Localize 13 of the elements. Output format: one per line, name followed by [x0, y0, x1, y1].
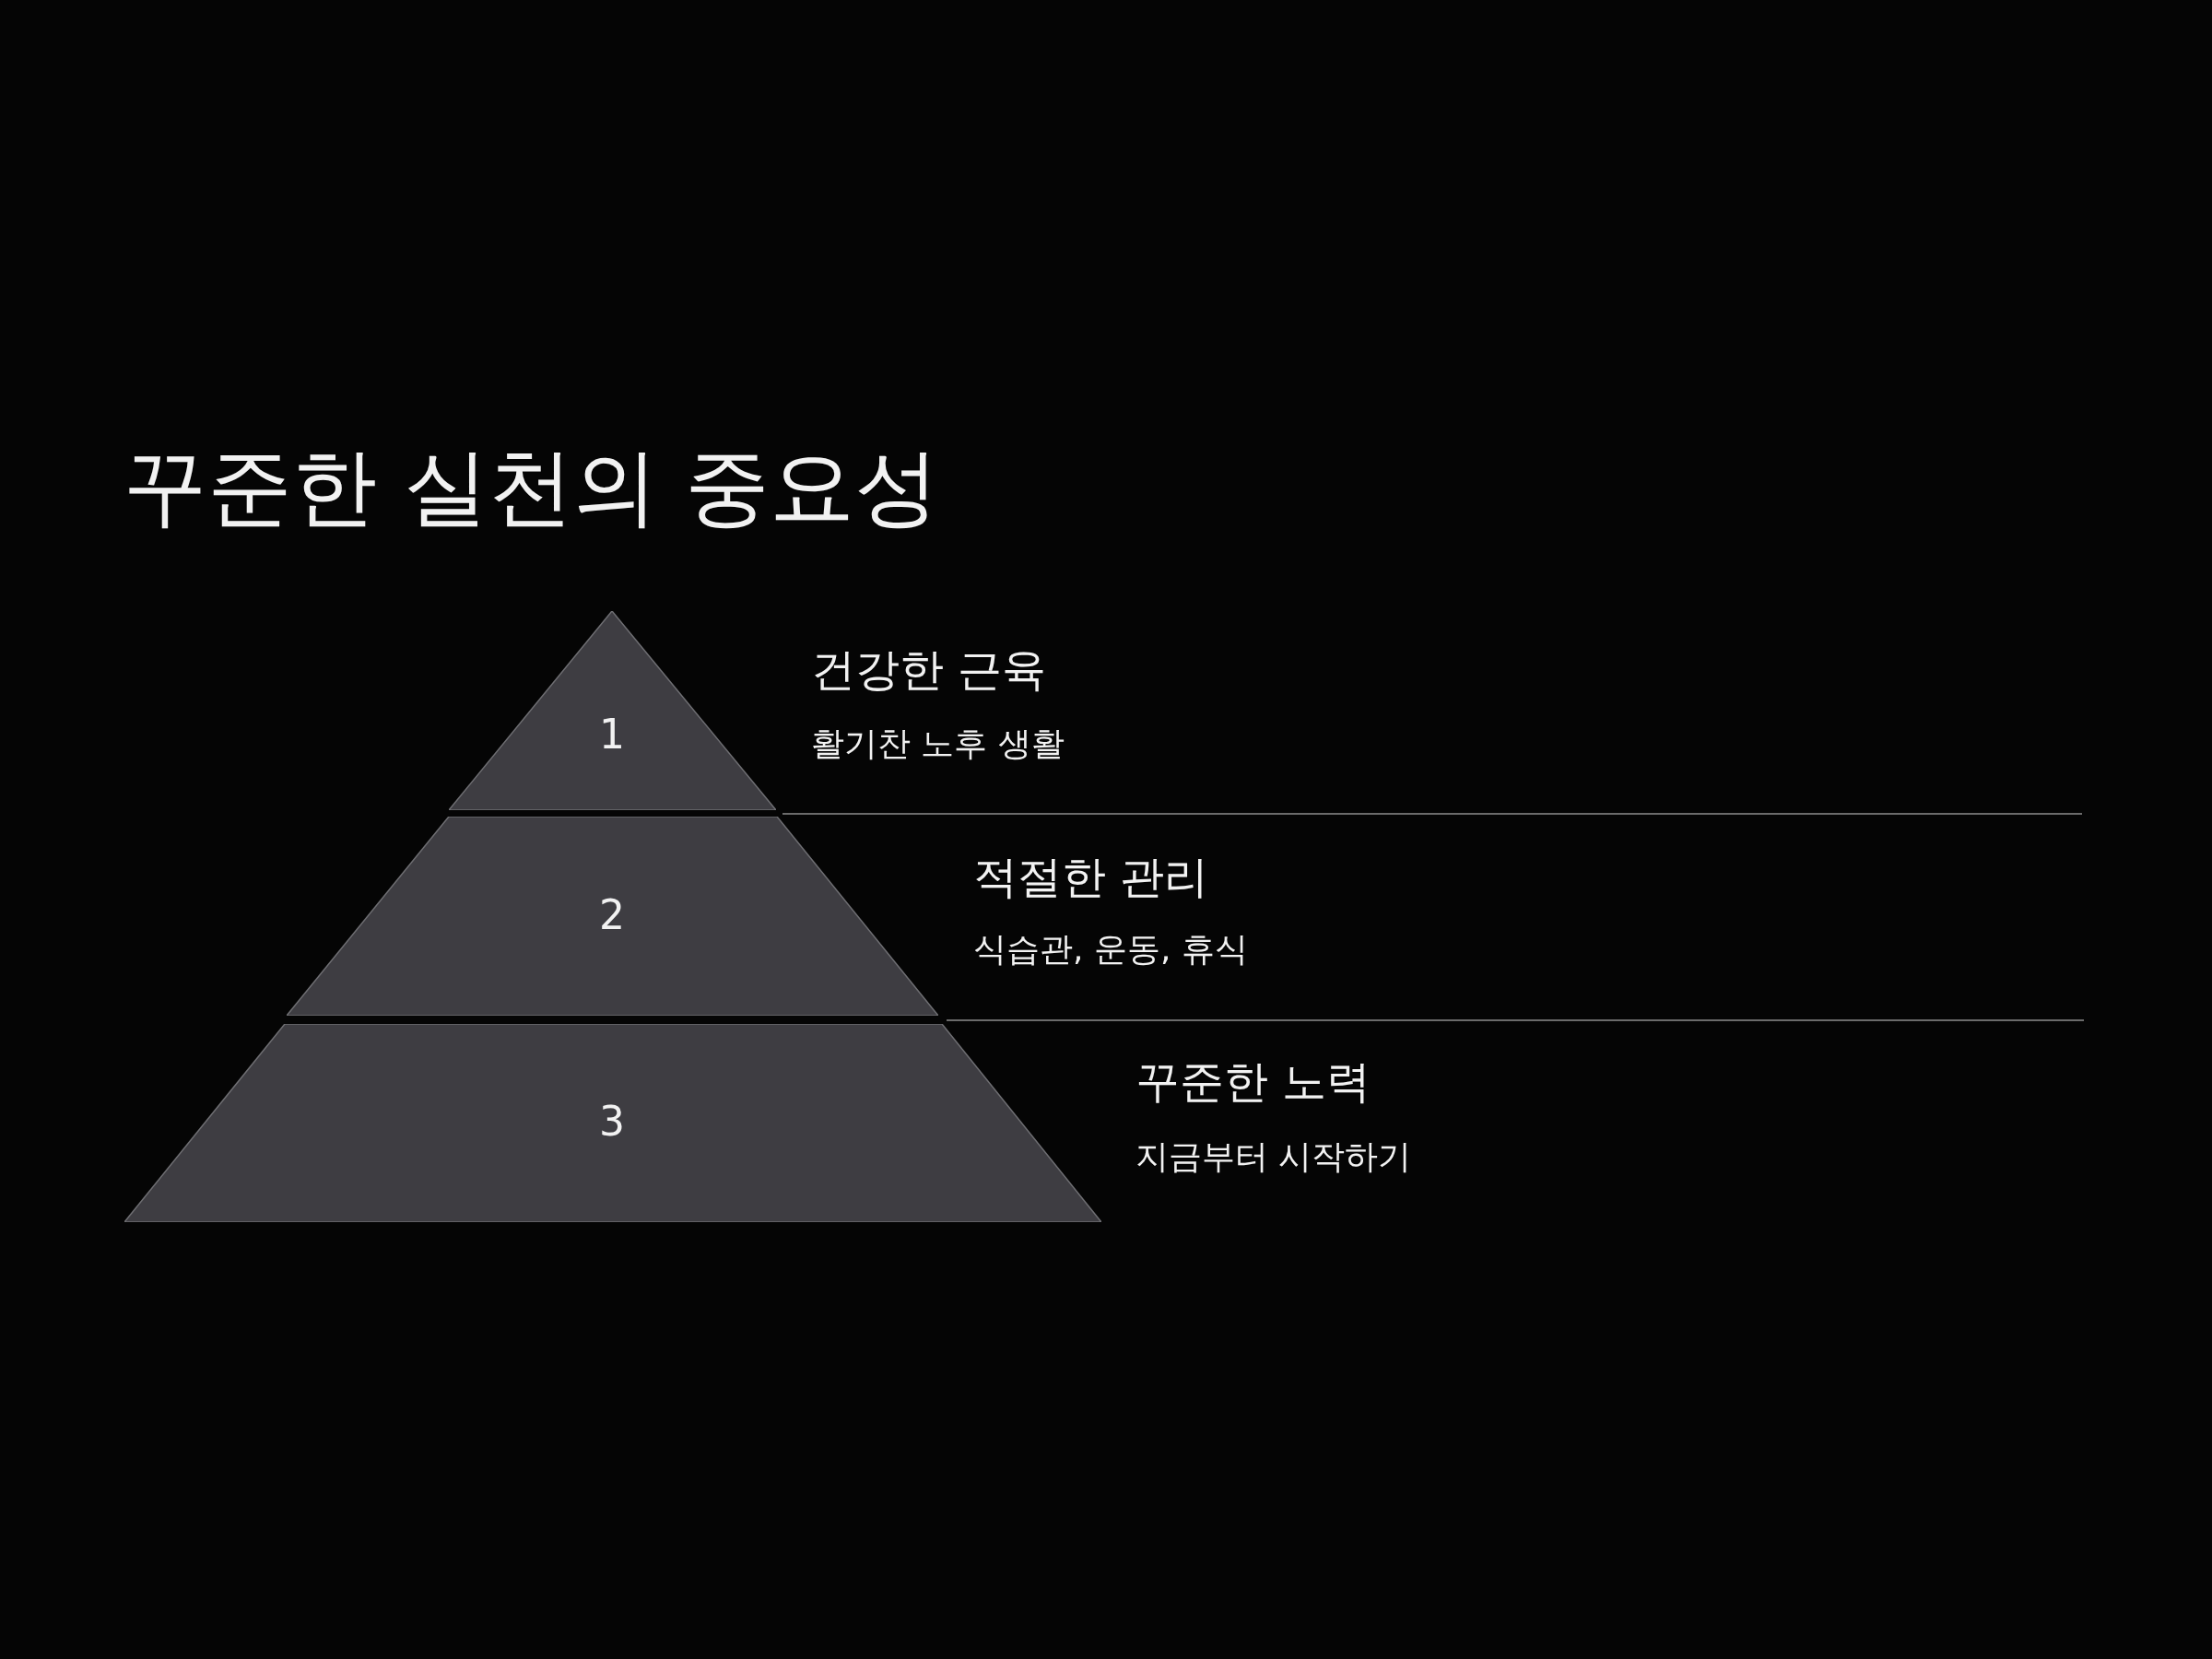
tier-description: 지금부터 시작하기	[1135, 1136, 1412, 1177]
pyramid-tier	[124, 1024, 1101, 1222]
tier-heading: 적절한 관리	[973, 851, 1209, 904]
pyramid-tier	[287, 817, 938, 1016]
tier-number: 3	[599, 1101, 625, 1142]
tier-number: 1	[599, 714, 625, 755]
tier-heading: 꾸준한 노력	[1135, 1055, 1371, 1109]
title: 꾸준한 실천의 중요성	[123, 441, 940, 535]
tier-heading: 건강한 근육	[811, 643, 1047, 697]
tier-description: 활기찬 노후 생활	[811, 724, 1065, 764]
tier-number: 2	[599, 895, 625, 935]
tier-description: 식습관, 운동, 휴식	[973, 929, 1248, 970]
pyramid-tier	[449, 611, 776, 810]
